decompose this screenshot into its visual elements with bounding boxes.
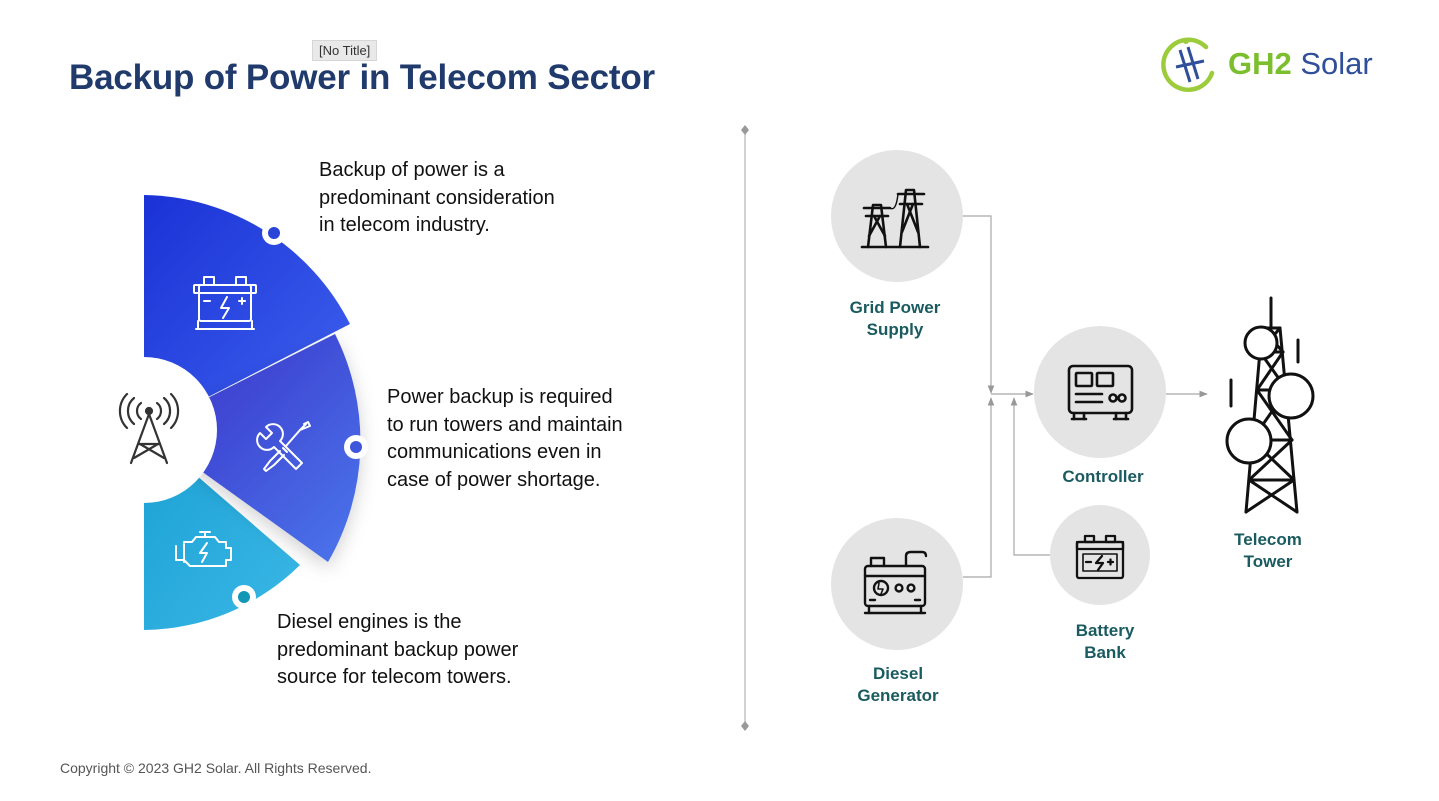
telecom-tower-label: Telecom Tower	[1234, 530, 1302, 571]
grid-power-label: Grid Power Supply	[849, 298, 941, 339]
connector-diesel-to-controller	[963, 397, 995, 578]
controller-icon	[1067, 364, 1134, 421]
tools-icon	[256, 421, 311, 472]
connector-grid-to-controller	[963, 215, 995, 394]
brand-name-solar: Solar	[1300, 46, 1373, 81]
fan-segment-top	[144, 195, 350, 430]
vertical-divider	[741, 125, 749, 731]
car-battery-icon	[193, 276, 257, 330]
antenna-tower-icon	[118, 392, 180, 465]
brand-logo-icon	[1161, 37, 1215, 92]
callout-3-text: Diesel engines is the predominant backup…	[277, 611, 519, 688]
callout-2-text: Power backup is required to run towers a…	[387, 386, 623, 491]
diesel-generator-label: Diesel Generator	[857, 664, 939, 705]
controller-label: Controller	[1062, 467, 1144, 486]
generator-icon	[863, 550, 928, 615]
power-pylon-icon	[860, 188, 930, 249]
fan-segment-middle	[144, 334, 361, 562]
controller-node-circle	[1034, 326, 1166, 458]
brand-name-gh2: GH2	[1228, 46, 1292, 81]
battery-icon	[1075, 534, 1125, 580]
page-title: Backup of Power in Telecom Sector	[69, 58, 655, 97]
copyright-text: Copyright © 2023 GH2 Solar. All Rights R…	[60, 760, 372, 776]
telecom-tower-icon	[1225, 296, 1315, 514]
fan-infographic	[118, 195, 362, 630]
no-title-tooltip: [No Title]	[312, 40, 378, 61]
battery-node-circle	[1050, 505, 1150, 605]
connector-battery-to-controller	[1010, 397, 1050, 556]
engine-icon	[175, 531, 232, 567]
callout-1-text: Backup of power is a predominant conside…	[319, 159, 555, 236]
battery-bank-label: Battery Bank	[1075, 621, 1135, 662]
grid-node-circle	[831, 150, 963, 282]
brand-name: GH2 Solar	[1228, 46, 1373, 82]
